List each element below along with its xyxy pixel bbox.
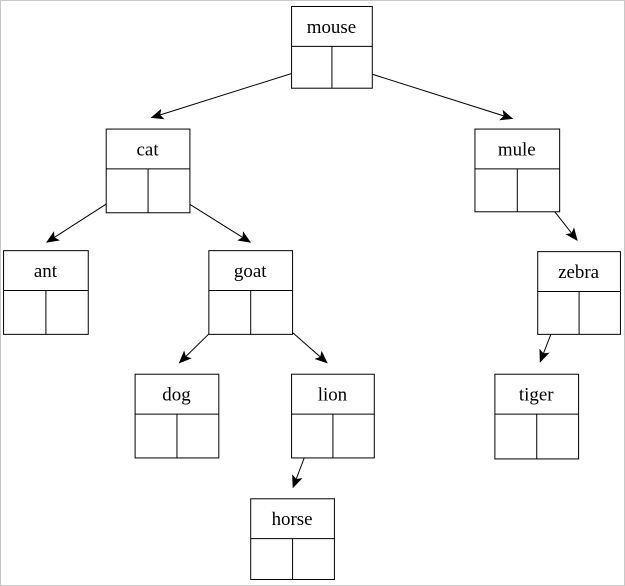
tree-node-cat: cat (105, 128, 191, 214)
tree-node-horse: horse (250, 498, 335, 581)
tree-node-mouse: mouse (291, 5, 373, 89)
node-label: goat (234, 261, 267, 282)
node-label: dog (162, 385, 191, 406)
edge-mouse-left-cat (150, 66, 314, 120)
edge-mouse-right-mule (351, 67, 514, 121)
node-label: mouse (307, 17, 356, 38)
tree-node-dog: dog (134, 373, 220, 459)
tree-node-mule: mule (474, 128, 561, 213)
tree-node-goat: goat (208, 250, 294, 335)
node-label: horse (272, 509, 313, 530)
node-label: zebra (558, 262, 600, 283)
tree-node-tiger: tiger (494, 373, 580, 460)
tree-node-lion: lion (291, 373, 375, 459)
node-label: ant (34, 261, 58, 282)
tree-node-ant: ant (3, 250, 89, 335)
node-label: tiger (519, 385, 554, 406)
node-label: lion (318, 385, 348, 406)
tree-node-zebra: zebra (537, 251, 621, 335)
node-label: cat (137, 139, 160, 160)
node-label: mule (498, 139, 536, 160)
nodes-layer: mouse cat mule ant goat zebra dog lion tiger hors… (3, 5, 621, 581)
